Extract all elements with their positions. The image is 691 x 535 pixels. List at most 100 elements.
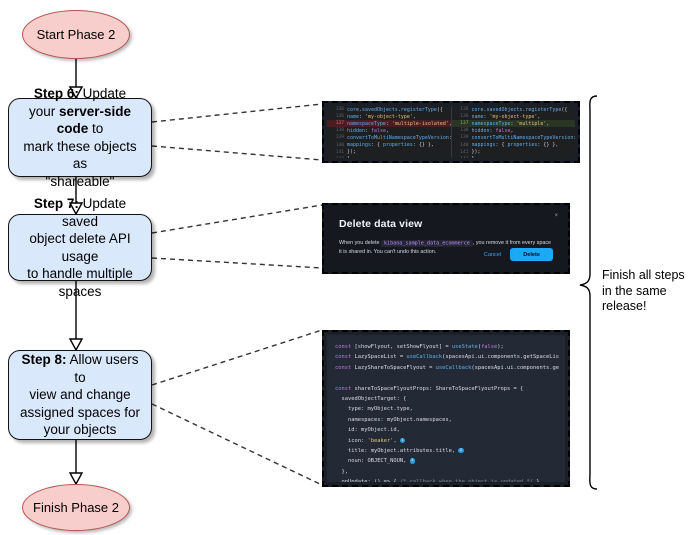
- dialog-actions: Cancel Delete: [484, 248, 553, 261]
- step-6-label: Step 6:: [33, 86, 79, 101]
- diff-line-code: core.savedObjects.registerType({: [347, 106, 443, 113]
- diff-line-number: 141: [460, 149, 469, 155]
- diff-line-code: hidden: false,: [347, 127, 389, 134]
- diff-line-number: 141: [335, 149, 344, 155]
- node-finish[interactable]: Finish Phase 2: [22, 484, 130, 531]
- diff-line: 136 name: 'my-object-type',: [452, 113, 576, 120]
- diff-line-code: hidden: false,: [471, 127, 514, 134]
- release-note-line1: Finish all steps: [602, 268, 685, 282]
- step-8-label: Step 8:: [21, 352, 67, 368]
- node-step-7-text: Step 7: Update saved object delete API u…: [16, 195, 144, 300]
- diff-line: 141});: [327, 149, 451, 156]
- dialog-body: When you delete kibana_sample_data_ecomm…: [339, 239, 553, 257]
- diff-line-number: 136: [460, 114, 469, 120]
- code-annotation-badge: 2: [458, 447, 464, 454]
- dialog-title: Delete data view: [339, 218, 423, 230]
- close-icon[interactable]: ×: [554, 213, 558, 219]
- release-note-line3: release!: [602, 299, 647, 313]
- release-brace: [579, 95, 598, 490]
- step-6-line4: "shareable": [45, 173, 115, 189]
- diff-line-code: name: 'my-object-type',: [471, 113, 541, 120]
- code-line: },: [335, 468, 348, 475]
- diff-line-number: 137: [335, 121, 344, 127]
- diff-line-number: 136: [460, 107, 469, 113]
- code-line: noun: OBJECT_NOUN, 3: [335, 458, 415, 465]
- diff-line-number: 138: [460, 128, 469, 134]
- diff-line-code: convertToMultiNamespaceTypeVersion: ': [471, 134, 576, 141]
- diff-line-number: 140: [460, 142, 469, 148]
- diff-line-code: }: [472, 156, 475, 158]
- release-note-line2: in the same: [602, 283, 667, 298]
- diff-line: 136 name: 'my-object-type',: [327, 113, 451, 120]
- data-view-name-chip: kibana_sample_data_ecommerce: [380, 239, 473, 247]
- diff-line-number: 139: [460, 135, 469, 141]
- diff-line-number: 142: [452, 157, 472, 158]
- diff-line-number: 139: [335, 135, 344, 141]
- diff-line-code: namespaceType: 'multiple-isolated',: [347, 120, 451, 127]
- code-annotation-badge: 3: [409, 458, 415, 464]
- step-6-line3: mark these objects as: [23, 138, 137, 172]
- step-8-line1: Allow users to: [69, 352, 139, 385]
- diff-line-number: 137: [460, 121, 469, 127]
- diff-line: 137 namespaceType: 'multiple-isolated',: [327, 120, 451, 128]
- diff-line-code: });: [471, 149, 481, 156]
- code-line: onUpdate: () => { /* callback when the o…: [335, 477, 557, 482]
- code-line: icon: 'beaker', 1: [335, 437, 406, 444]
- diff-line-number: 136: [335, 107, 344, 113]
- step-7-line1: Update saved: [61, 196, 127, 229]
- code-line: const [showFlyout, setShowFlyout] = useS…: [335, 344, 504, 350]
- step-8-line4: your objects: [43, 422, 117, 438]
- diff-line-number: 142: [327, 157, 347, 158]
- diff-line-code: mappings: { properties: {} },: [471, 142, 559, 149]
- diff-line-code: mappings: { properties: {} },: [347, 142, 434, 149]
- diff-line-number: 136: [335, 114, 344, 120]
- code-line: const LazySpaceList = useCallback(spaces…: [335, 354, 559, 361]
- diff-line: 140 mappings: { properties: {} },: [452, 141, 576, 148]
- dialog-body-pre: When you delete: [339, 240, 380, 246]
- diff-line: 140 mappings: { properties: {} },: [327, 141, 451, 148]
- node-finish-label: Finish Phase 2: [33, 500, 119, 515]
- step-6-line1: Update: [82, 86, 127, 101]
- screenshot-delete-modal[interactable]: × Delete data view When you delete kiban…: [322, 203, 570, 274]
- diff-line: 138 hidden: false,: [327, 127, 451, 134]
- code-line: [335, 373, 557, 383]
- code-line: title: myObject.attributes.title, 2: [335, 447, 464, 455]
- delete-button[interactable]: Delete: [510, 248, 553, 261]
- code-line: savedObjectTarget: {: [335, 396, 407, 403]
- step-7-line2: object delete API usage: [29, 231, 131, 264]
- code-line: type: myObject.type,: [335, 406, 413, 413]
- code-line: id: myObject.id,: [335, 427, 400, 434]
- delete-data-view-dialog: × Delete data view When you delete kiban…: [327, 208, 565, 269]
- diff-line: 138 hidden: false,: [452, 127, 576, 134]
- step-8-line2: view and change: [29, 387, 131, 403]
- step-6-line2-pre: your: [28, 103, 56, 119]
- diff-line: 141});: [452, 149, 576, 156]
- node-step-7[interactable]: Step 7: Update saved object delete API u…: [8, 196, 152, 299]
- code-annotation-badge: 1: [399, 437, 406, 443]
- screenshot-share-to-space-code[interactable]: const [showFlyout, setShowFlyout] = useS…: [322, 330, 570, 487]
- step-7-line3: to handle multiple spaces: [27, 266, 133, 299]
- diff-line: 139 convertToMultiNamespaceTypeVersion: …: [327, 134, 451, 141]
- cancel-button[interactable]: Cancel: [483, 251, 502, 258]
- release-note: Finish all steps in the same release!: [602, 268, 688, 315]
- node-step-8[interactable]: Step 8: Allow users to view and change a…: [8, 350, 152, 440]
- diff-line-number: 138: [335, 128, 344, 134]
- code-line: const LazyShareToSpaceFlyout = useCallba…: [335, 364, 559, 371]
- code-line: const shareToSpaceFlyoutProps: ShareToSp…: [335, 385, 524, 392]
- step-8-line3: assigned spaces for: [19, 404, 141, 420]
- diff-line-code: convertToMultiNamespaceTypeVersion: ': [347, 134, 451, 141]
- diff-line-code: namespaceType: 'multiple',: [471, 120, 550, 127]
- dialog-body-post: , you remove it from every space it is s…: [339, 240, 552, 255]
- step-6-line2-bold: server-side code: [56, 103, 132, 137]
- node-start[interactable]: Start Phase 2: [22, 10, 130, 59]
- diff-line: 137 namespaceType: 'multiple',: [451, 120, 575, 128]
- node-step-6[interactable]: Step 6: Update your server-side code to …: [8, 86, 152, 189]
- code-block-flyout: const [showFlyout, setShowFlyout] = useS…: [327, 335, 565, 482]
- diff-line-number: 140: [335, 142, 344, 148]
